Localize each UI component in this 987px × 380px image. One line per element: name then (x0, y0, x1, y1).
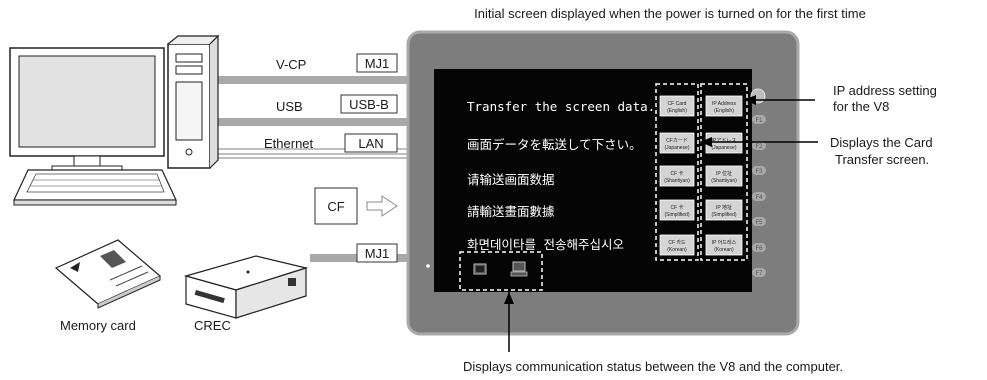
svg-text:F7: F7 (755, 271, 763, 277)
cf-card-simplified-label: CF 卡 (670, 204, 683, 211)
mj1-port-box (356, 53, 398, 73)
ip-callout-arrow (744, 95, 815, 105)
lan-port-box (344, 133, 398, 153)
comm-status-highlight (459, 251, 543, 291)
lan-port-label: LAN (358, 136, 383, 151)
cf-card-japanese-lang: (Japanese) (664, 145, 689, 151)
screen-message-chinese-simplified: 请输送画面数据 (467, 172, 555, 187)
cf-slot-box (314, 187, 358, 225)
ethernet-label: Ethernet (264, 136, 314, 151)
ip-address-shantiyan-button[interactable]: IP 位址 (Shantiyan) (705, 165, 743, 187)
card-callout-line2: Transfer screen. (835, 152, 929, 167)
function-key-f1[interactable]: F1 (752, 115, 766, 124)
cf-card-simplified-button[interactable]: CF 卡 (Simplified) (659, 199, 695, 221)
ip-japanese-lang: (Japanese) (711, 145, 736, 151)
v8-screen (434, 69, 752, 292)
screen-message-english: Transfer the screen data. (467, 99, 655, 114)
ip-callout-line2: for the V8 (833, 99, 889, 114)
keyboard-icon (13, 169, 177, 206)
ip-address-simplified-button[interactable]: IP 地址 (Simplified) (705, 199, 743, 221)
ip-japanese-label: IPアドレス (712, 138, 737, 144)
cf-card-korean-label: CF 카드 (668, 239, 686, 246)
mj1-port-label: MJ1 (365, 56, 390, 71)
cf-card-simplified-lang: (Simplified) (664, 212, 689, 218)
crec-mj1-port-label: MJ1 (365, 246, 390, 261)
memory-card-label: Memory card (60, 318, 136, 333)
cf-card-shantiyan-label: CF 卡 (670, 170, 683, 177)
cf-card-korean-lang: (Korean) (667, 247, 687, 253)
ip-korean-label: IP 어드레스 (712, 239, 737, 246)
cf-card-english-label: CF Card (668, 101, 687, 107)
cf-card-japanese-label: CFカード (666, 138, 688, 144)
status-callout-arrow (504, 292, 514, 352)
function-key-f3[interactable]: F3 (752, 166, 766, 175)
pc-tower-icon (167, 34, 220, 169)
ip-english-lang: (English) (714, 108, 734, 114)
v8-status-icon (510, 261, 528, 277)
card-buttons-highlight (655, 83, 699, 261)
vcp-cable (210, 76, 408, 84)
usb-label: USB (276, 99, 303, 114)
screen-message-chinese-traditional: 請輸送畫面數據 (467, 204, 555, 219)
function-key-f5[interactable]: F5 (752, 217, 766, 226)
screen-message-korean: 화면데이타를 전송해주십시오 (467, 237, 624, 252)
usb-port-box (340, 94, 398, 114)
screen-message-japanese: 画面データを転送して下さい。 (467, 137, 642, 152)
vcp-label: V-CP (276, 57, 306, 72)
power-led-icon (426, 264, 430, 268)
cf-card-english-button[interactable]: CF Card (English) (659, 95, 695, 117)
ip-english-label: IP Address (712, 101, 737, 107)
card-callout-arrow (700, 137, 818, 147)
svg-text:F2: F2 (755, 144, 763, 150)
function-key-f4[interactable]: F4 (752, 192, 766, 201)
ip-buttons-highlight (700, 83, 748, 261)
crec-label: CREC (194, 318, 231, 333)
cf-card-shantiyan-button[interactable]: CF 卡 (Shantiyan) (659, 165, 695, 187)
function-key-f7[interactable]: F7 (752, 268, 766, 277)
ip-simplified-label: IP 地址 (716, 204, 732, 211)
memory-card-icon (54, 239, 162, 309)
usb-port-label: USB-B (349, 97, 389, 112)
cf-card-english-lang: (English) (667, 108, 687, 114)
bottom-caption: Displays communication status between th… (463, 359, 843, 374)
ip-address-korean-button[interactable]: IP 어드레스 (Korean) (705, 234, 743, 256)
ip-shantiyan-label: IP 位址 (716, 170, 732, 177)
ip-korean-lang: (Korean) (714, 247, 734, 253)
ip-simplified-lang: (Simplified) (711, 212, 736, 218)
cf-card-shantiyan-lang: (Shantiyan) (664, 178, 690, 184)
crec-device-icon (183, 255, 309, 319)
ip-address-english-button[interactable]: IP Address (English) (705, 95, 743, 117)
cf-insert-arrow (366, 195, 398, 217)
pc-monitor-icon (9, 47, 165, 173)
cf-card-korean-button[interactable]: CF 카드 (Korean) (659, 234, 695, 256)
function-key-f2[interactable]: F2 (752, 141, 766, 150)
card-callout-line1: Displays the Card (830, 135, 933, 150)
cf-card-japanese-button[interactable]: CFカード (Japanese) (659, 132, 695, 154)
svg-text:F6: F6 (755, 246, 763, 252)
svg-text:F1: F1 (755, 118, 763, 124)
ip-shantiyan-lang: (Shantiyan) (711, 178, 737, 184)
crec-mj1-port-box (356, 243, 398, 263)
cf-slot-label: CF (327, 199, 344, 214)
svg-text:F3: F3 (755, 169, 763, 175)
svg-text:F4: F4 (755, 195, 763, 201)
usb-cable (210, 118, 408, 126)
top-caption: Initial screen displayed when the power … (474, 6, 866, 21)
function-key-f6[interactable]: F6 (752, 243, 766, 252)
ip-callout-line1: IP address setting (833, 83, 937, 98)
svg-text:F5: F5 (755, 220, 763, 226)
pc-status-icon (473, 263, 487, 275)
